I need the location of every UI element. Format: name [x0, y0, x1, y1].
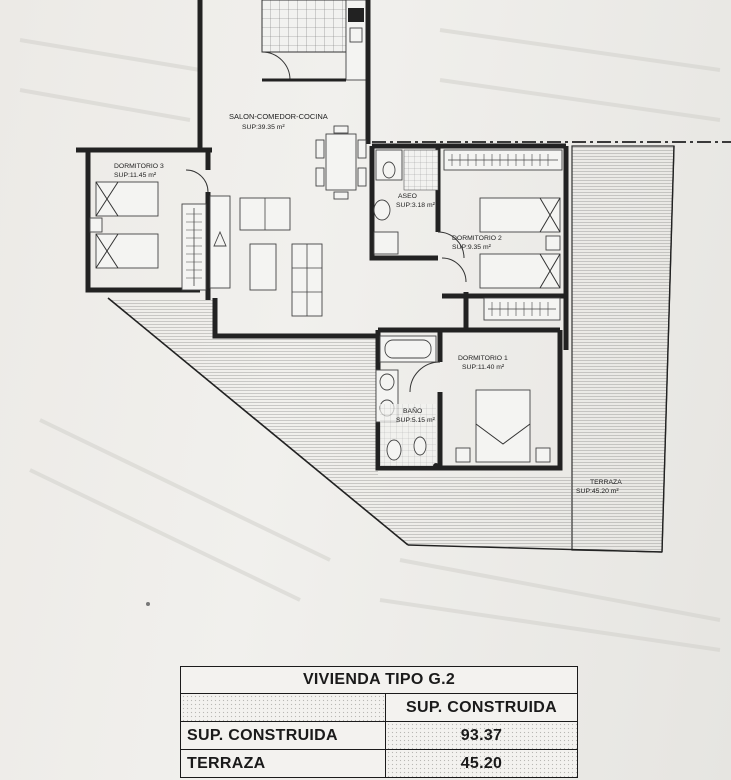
table-title-row: VIVIENDA TIPO G.2 [180, 666, 578, 694]
hob-icon [349, 27, 363, 43]
room-dorm1-name: DORMITORIO 1 [458, 355, 508, 362]
room-dorm3-area: SUP:11.45 m² [114, 172, 157, 179]
bedroom-3-beds [89, 181, 159, 269]
room-labels: SALON-COMEDOR-COCINA SUP:39.35 m² DORMIT… [114, 112, 622, 495]
bano-fixtures [375, 335, 441, 469]
room-aseo-area: SUP:3.18 m² [396, 202, 436, 209]
walls [76, 0, 569, 471]
area-summary-table: VIVIENDA TIPO G.2 SUP. CONSTRUIDA SUP. C… [180, 666, 578, 778]
closets [181, 149, 563, 321]
table-header-empty [180, 693, 386, 722]
sink-icon [348, 8, 364, 22]
floor-plan: SALON-COMEDOR-COCINA SUP:39.35 m² DORMIT… [19, 0, 731, 652]
room-bano-name: BAÑO [403, 406, 422, 415]
room-terraza-name: TERRAZA [590, 479, 622, 486]
table-row: TERRAZA 45.20 [180, 749, 578, 778]
row-value: 93.37 [385, 721, 578, 750]
table-title: VIVIENDA TIPO G.2 [180, 666, 578, 694]
room-dorm3-name: DORMITORIO 3 [114, 163, 164, 170]
table-col-header: SUP. CONSTRUIDA [385, 693, 578, 722]
row-value: 45.20 [385, 749, 578, 778]
bedroom-2-beds [441, 197, 561, 289]
table-row: SUP. CONSTRUIDA 93.37 [180, 721, 578, 750]
row-label: SUP. CONSTRUIDA [180, 721, 386, 750]
room-bano-area: SUP:5.15 m² [396, 417, 436, 424]
bedroom-1-bed [455, 389, 551, 463]
room-salon-name: SALON-COMEDOR-COCINA [229, 112, 328, 121]
aseo-fixtures [373, 149, 465, 259]
room-salon-area: SUP:39.35 m² [242, 124, 285, 131]
terrace-hatch [107, 145, 675, 553]
room-dorm1-area: SUP:11.40 m² [462, 364, 505, 371]
living-furniture [185, 125, 367, 317]
room-terraza-area: SUP:45.20 m² [576, 488, 619, 495]
paper-speck [146, 602, 150, 606]
room-dorm2-area: SUP:9.35 m² [452, 244, 492, 251]
kitchen-tiles [261, 0, 347, 53]
room-aseo-name: ASEO [398, 193, 417, 200]
table-header-row: SUP. CONSTRUIDA [180, 693, 578, 722]
row-label: TERRAZA [180, 749, 386, 778]
kitchen-door-swing [261, 51, 291, 81]
room-dorm2-name: DORMITORIO 2 [452, 235, 502, 242]
bleed-through-text [19, 28, 721, 652]
